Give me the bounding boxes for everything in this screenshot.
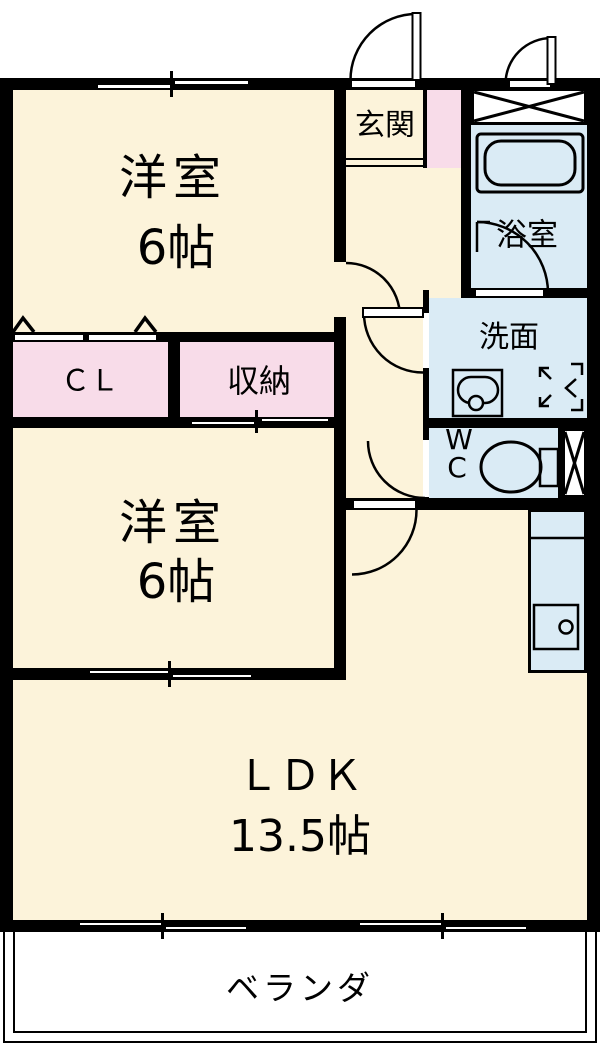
wc-door-icon	[366, 440, 426, 500]
storage-sliding-door	[260, 417, 330, 423]
closet-folding-door	[13, 333, 85, 342]
wall-washroom-wc	[423, 418, 587, 428]
pipe-space-x-icon	[473, 90, 586, 495]
wc-label: C	[447, 451, 467, 484]
room-closet	[13, 342, 168, 417]
ldk-size: 13.5帖	[229, 811, 371, 862]
wall-wc-ps	[558, 428, 562, 498]
washbasin-icon	[451, 368, 504, 418]
veranda-fence-outer	[3, 926, 597, 1043]
bedroom1-door-opening	[334, 262, 346, 317]
ldk-door-opening	[352, 499, 417, 510]
ldk-window-right	[444, 925, 528, 931]
ldk-door-icon	[351, 509, 418, 576]
entrance-label: 玄関	[355, 108, 415, 143]
closet-label: ＣＬ	[60, 363, 120, 398]
washroom-label: 洗面	[479, 320, 539, 355]
veranda-fence-inner	[13, 926, 587, 1033]
bathtub-icon	[475, 132, 585, 194]
wc-label: W	[445, 423, 473, 456]
storage-label: 収納	[226, 362, 292, 400]
ldk-window-left-tick	[161, 913, 164, 939]
wall-closet-divider	[168, 342, 180, 417]
room-washroom	[429, 298, 587, 418]
wc-door-opening	[423, 440, 429, 497]
storage-door-icon	[504, 36, 557, 85]
bathroom-label: 浴室	[496, 217, 558, 254]
entrance-step-line	[346, 158, 423, 160]
wall-closet-bottom	[13, 417, 334, 428]
entrance-door-icon	[349, 12, 422, 81]
wall-corridor-left	[334, 88, 346, 680]
bedroom1-label: 洋室	[118, 150, 228, 206]
wall-bedroom1-bottom	[13, 332, 334, 342]
bathroom-door-icon	[475, 220, 550, 294]
bedroom2-label: 洋室	[118, 495, 228, 551]
veranda-label: ベランダ	[226, 968, 374, 1008]
bedroom1-door-icon	[345, 261, 402, 318]
ldk-label: ＬＤＫ	[236, 751, 364, 800]
bathroom-door-opening	[474, 288, 545, 298]
ldk-window-right-tick	[441, 913, 444, 939]
ldk-window-left	[164, 925, 248, 931]
bedroom1-window	[173, 79, 250, 86]
wall-corridor-right	[423, 290, 429, 510]
entrance-door-threshold	[350, 79, 417, 89]
kitchen-sink-icon	[528, 536, 587, 651]
bedroom2-size: 6帖	[136, 554, 216, 610]
closet-folding-door	[87, 333, 158, 342]
washer-pan-icon	[538, 362, 584, 412]
bedroom2-sliding-door	[171, 673, 253, 679]
wall-entrance-divider	[423, 88, 427, 168]
washroom-door-icon	[362, 307, 424, 374]
room-bathroom	[471, 125, 587, 288]
storage-sliding-tick	[255, 410, 258, 433]
entrance-cabinet	[427, 88, 461, 168]
folding-door-icon	[11, 315, 158, 334]
bedroom1-size: 6帖	[136, 220, 216, 276]
entrance-step-line	[346, 165, 423, 167]
bedroom1-window-tick	[170, 71, 173, 97]
wall-bathroom-left	[461, 88, 471, 298]
wall-right	[587, 78, 600, 932]
bedroom2-sliding-tick	[168, 661, 171, 687]
wall-left	[0, 78, 13, 932]
room-storage	[180, 342, 334, 417]
washroom-door-opening	[423, 313, 429, 368]
toilet-icon	[479, 440, 560, 494]
